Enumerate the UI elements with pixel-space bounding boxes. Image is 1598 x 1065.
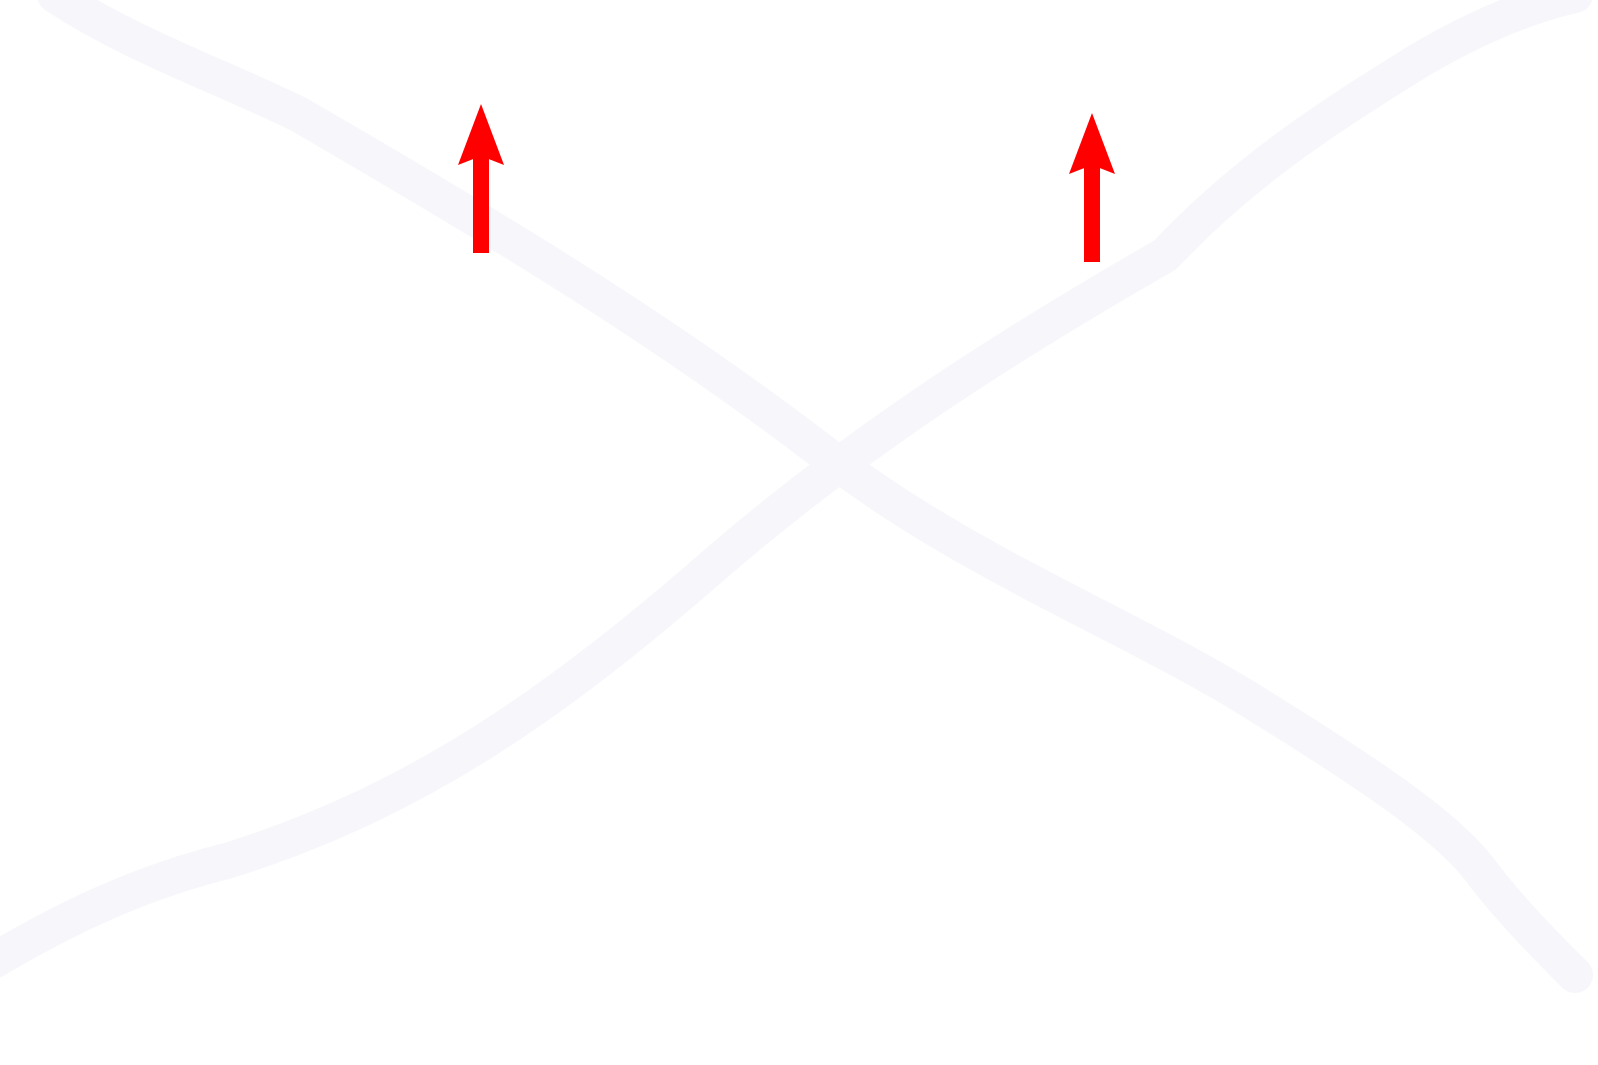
arrow-left-head xyxy=(458,104,504,165)
arrow-right-head xyxy=(1069,113,1115,174)
cross-x-watermark-icon xyxy=(0,0,1575,975)
watermark-stroke-ascending xyxy=(0,0,1575,960)
arrow-left-shaft xyxy=(473,155,489,253)
arrow-up-right-icon xyxy=(1069,113,1115,262)
arrow-right-shaft xyxy=(1084,164,1100,262)
watermark-stroke-descending xyxy=(37,0,1593,993)
arrow-up-left-icon xyxy=(458,104,504,253)
